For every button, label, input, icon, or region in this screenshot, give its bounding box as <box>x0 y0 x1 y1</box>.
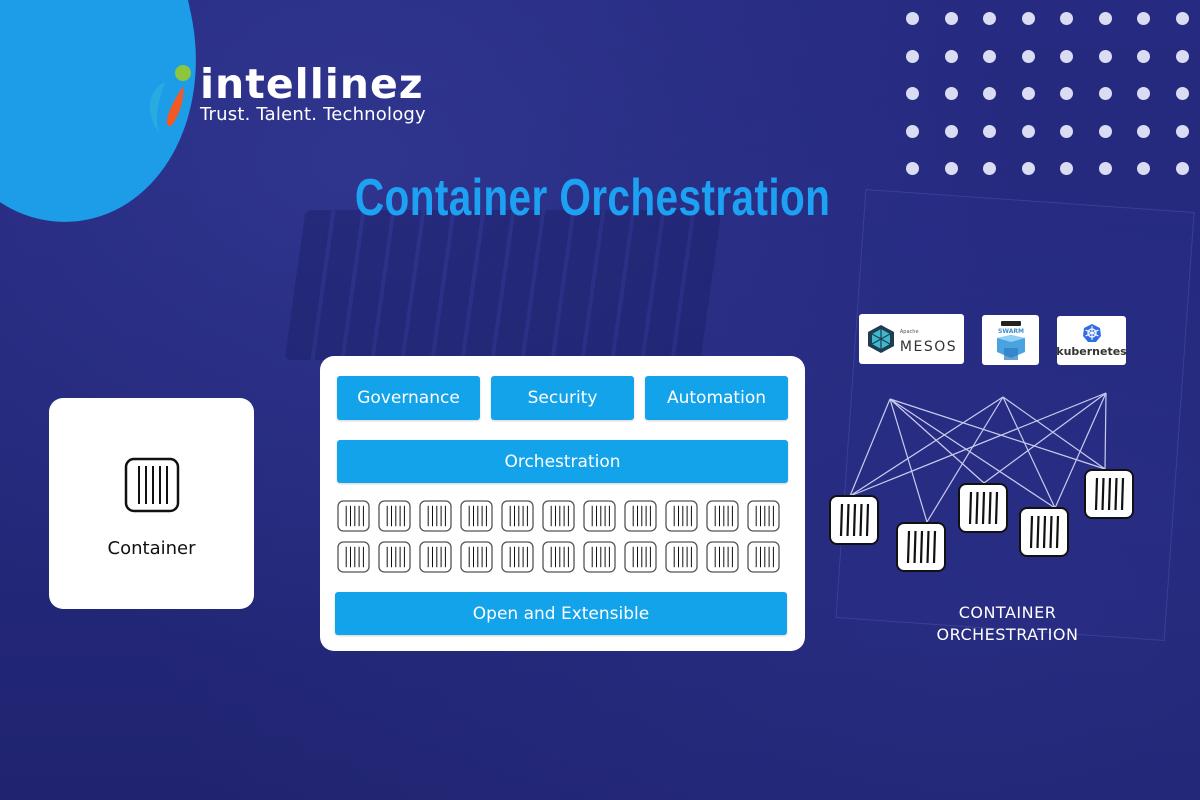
container-icon <box>419 541 460 582</box>
kubernetes-label: kubernetes <box>1056 345 1127 358</box>
container-icon <box>460 541 501 582</box>
governance-block: Governance <box>337 376 480 420</box>
container-icon <box>501 500 542 541</box>
container-label: Container <box>107 538 196 559</box>
mesos-prefix: Apache <box>899 328 919 335</box>
container-icon <box>501 541 542 582</box>
swarm-logo-card: SWARM <box>982 315 1039 365</box>
intellinez-logo-icon <box>143 62 198 134</box>
container-icon <box>706 541 747 582</box>
network-caption: CONTAINER ORCHESTRATION <box>905 602 1110 646</box>
container-icon <box>829 495 879 545</box>
background-notebook <box>835 189 1195 641</box>
container-icon <box>419 500 460 541</box>
container-icon <box>337 500 378 541</box>
security-block: Security <box>491 376 634 420</box>
container-icon <box>1084 469 1134 519</box>
automation-block: Automation <box>645 376 788 420</box>
container-icon <box>958 483 1008 533</box>
container-icon <box>542 541 583 582</box>
page-title: Container Orchestration <box>354 169 831 227</box>
container-icon <box>665 541 706 582</box>
container-icon <box>583 541 624 582</box>
container-icon <box>542 500 583 541</box>
container-icon <box>665 500 706 541</box>
container-icon <box>624 541 665 582</box>
background-laptop-keyboard <box>284 210 726 360</box>
kubernetes-logo-card: kubernetes <box>1056 316 1127 365</box>
container-icon <box>124 457 180 517</box>
container-icon <box>747 541 788 582</box>
container-icon <box>337 541 378 582</box>
container-icon <box>747 500 788 541</box>
container-icon <box>624 500 665 541</box>
container-icon <box>1019 507 1069 557</box>
svg-text:SWARM: SWARM <box>998 328 1024 335</box>
caption-line-2: ORCHESTRATION <box>936 625 1079 644</box>
architecture-panel: Governance Security Automation Orchestra… <box>320 356 805 651</box>
container-icon <box>896 522 946 572</box>
docker-swarm-logo-icon: SWARM <box>996 321 1025 360</box>
container-icon <box>378 500 419 541</box>
container-icon <box>378 541 419 582</box>
container-icon <box>460 500 501 541</box>
brand-tagline: Trust. Talent. Technology <box>200 104 426 125</box>
caption-line-1: CONTAINER <box>958 603 1057 622</box>
mesos-logo-icon <box>867 325 894 353</box>
brand-name: intellinez <box>200 60 424 108</box>
mesos-name: MESOS <box>899 338 958 355</box>
container-icon <box>583 500 624 541</box>
open-extensible-block: Open and Extensible <box>335 592 787 635</box>
brand-logo: intellinez Trust. Talent. Technology <box>143 62 426 134</box>
dot-grid-decoration <box>906 12 1200 200</box>
container-card: Container <box>49 398 254 609</box>
kubernetes-logo-icon <box>1082 324 1101 342</box>
container-grid <box>337 500 788 582</box>
orchestration-block: Orchestration <box>337 440 788 483</box>
container-icon <box>706 500 747 541</box>
